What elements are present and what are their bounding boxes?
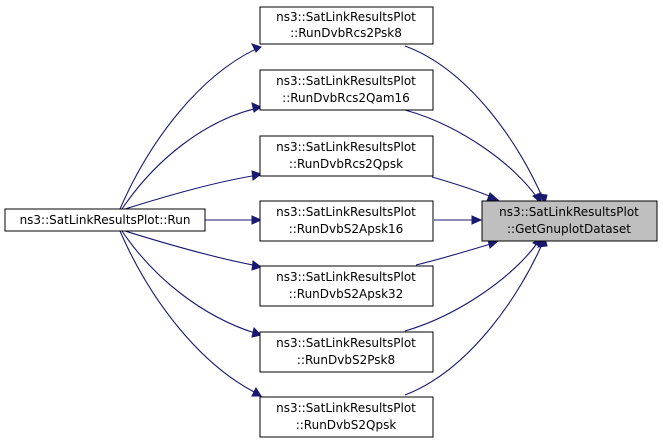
- edge-s2psk8-gnuplot: [404, 241, 539, 332]
- edges-callers-to-gnuplot: [404, 45, 548, 396]
- node-label-line2: ::GetGnuplotDataset: [507, 222, 631, 236]
- edge-arrowhead: [251, 102, 263, 113]
- node-label-line1: ns3::SatLinkResultsPlot: [276, 74, 416, 88]
- node-run[interactable]: ns3::SatLinkResultsPlot::Run: [4, 208, 206, 232]
- node-label-line1: ns3::SatLinkResultsPlot: [276, 10, 416, 24]
- node-label-line2: ::RunDvbS2Qpsk: [296, 418, 397, 432]
- edge-arrowhead: [251, 386, 262, 397]
- node-run-dvb-s2-qpsk[interactable]: ns3::SatLinkResultsPlot ::RunDvbS2Qpsk: [259, 396, 434, 438]
- node-label-line2: ::RunDvbS2Psk8: [297, 353, 395, 367]
- node-get-gnuplot-dataset[interactable]: ns3::SatLinkResultsPlot ::GetGnuplotData…: [481, 200, 658, 242]
- edge-s2qpsk-gnuplot: [404, 241, 544, 396]
- node-label-line1: ns3::SatLinkResultsPlot: [276, 205, 416, 219]
- node-run-dvb-s2-apsk32[interactable]: ns3::SatLinkResultsPlot ::RunDvbS2Apsk32: [259, 265, 434, 307]
- node-label-line1: ns3::SatLinkResultsPlot: [276, 270, 416, 284]
- node-label-line1: ns3::SatLinkResultsPlot: [276, 140, 416, 154]
- node-run-dvb-s2-apsk16[interactable]: ns3::SatLinkResultsPlot ::RunDvbS2Apsk16: [259, 200, 434, 242]
- node-run-label: ns3::SatLinkResultsPlot::Run: [20, 213, 191, 227]
- edge-run-s2psk8: [121, 230, 259, 335]
- node-label-line2: ::RunDvbRcs2Psk8: [290, 26, 402, 40]
- edge-arrowhead: [251, 260, 263, 271]
- node-run-dvb-rcs2-qam16[interactable]: ns3::SatLinkResultsPlot ::RunDvbRcs2Qam1…: [259, 69, 434, 111]
- edge-apsk32-gnuplot: [415, 242, 495, 266]
- node-run-dvb-rcs2-qpsk[interactable]: ns3::SatLinkResultsPlot ::RunDvbRcs2Qpsk: [259, 135, 434, 177]
- edge-run-qam16: [121, 107, 259, 210]
- edge-arrowhead: [251, 43, 262, 53]
- edge-arrowhead: [471, 215, 483, 225]
- edge-qpsk-gnuplot: [431, 176, 495, 199]
- node-label-line1: ns3::SatLinkResultsPlot: [276, 336, 416, 350]
- node-run-dvb-s2-psk8[interactable]: ns3::SatLinkResultsPlot ::RunDvbS2Psk8: [259, 331, 434, 373]
- node-label-line2: ::RunDvbRcs2Qam16: [282, 91, 410, 105]
- node-label-line1: ns3::SatLinkResultsPlot: [276, 401, 416, 415]
- node-label-line2: ::RunDvbRcs2Qpsk: [289, 157, 403, 171]
- node-label-line2: ::RunDvbS2Apsk16: [289, 222, 404, 236]
- edge-psk8-gnuplot: [404, 45, 544, 200]
- edge-run-s2qpsk: [119, 230, 259, 395]
- edge-arrowhead: [251, 327, 262, 338]
- edge-qam16-gnuplot: [404, 109, 539, 200]
- edge-arrowhead: [251, 215, 263, 225]
- edge-run-apsk32: [124, 230, 259, 267]
- edge-run-qpsk: [124, 174, 259, 210]
- node-run-dvb-rcs2-psk8[interactable]: ns3::SatLinkResultsPlot ::RunDvbRcs2Psk8: [259, 6, 434, 45]
- node-label-line2: ::RunDvbS2Apsk32: [289, 287, 404, 301]
- edge-arrowhead: [251, 170, 263, 181]
- edges-run-to-callers: [119, 43, 263, 397]
- edge-run-psk8: [119, 47, 259, 210]
- node-label-line1: ns3::SatLinkResultsPlot: [499, 205, 639, 219]
- edge-arrowhead: [486, 192, 500, 202]
